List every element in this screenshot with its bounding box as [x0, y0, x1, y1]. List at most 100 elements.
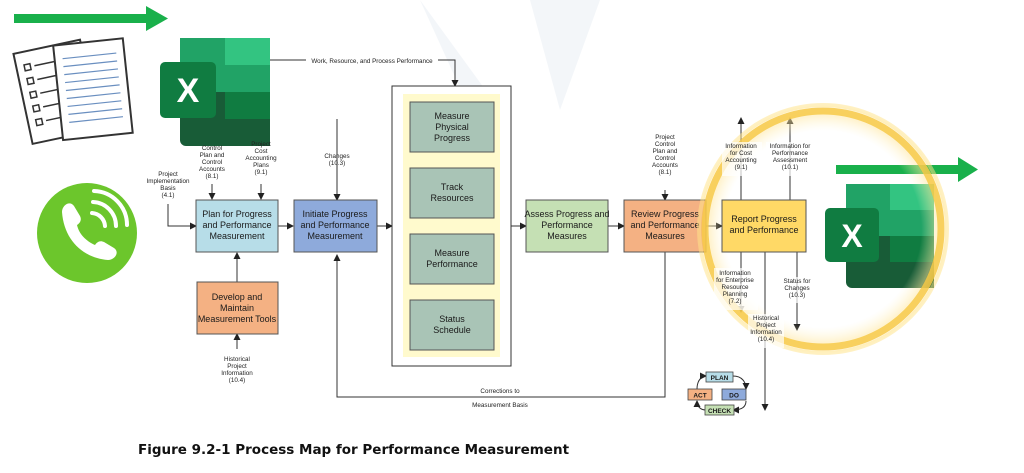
- flow-labels: Work, Resource, and Process Performance …: [146, 56, 814, 409]
- svg-text:Cost: Cost: [255, 148, 268, 155]
- svg-text:Changes: Changes: [324, 153, 349, 160]
- box-initiate: Initiate Progress and Performance Measur…: [293, 199, 378, 253]
- figure-caption: Figure 9.2-1 Process Map for Performance…: [138, 442, 570, 458]
- box-report-line2: and Performance: [729, 225, 798, 235]
- box-track-line1: Track: [441, 182, 464, 192]
- svg-text:(8.1): (8.1): [206, 173, 219, 180]
- pdca-cycle: PLAN ACT DO CHECK: [687, 371, 750, 416]
- svg-text:(7.2): (7.2): [729, 298, 742, 305]
- svg-text:Control: Control: [202, 145, 222, 152]
- box-develop-line2: Maintain: [220, 303, 254, 313]
- pdca-act: ACT: [693, 393, 706, 400]
- box-plan: Plan for Progress and Performance Measur…: [195, 199, 279, 253]
- svg-text:(10.3): (10.3): [329, 160, 345, 167]
- box-status-line1: Status: [439, 314, 465, 324]
- svg-text:Control: Control: [655, 155, 675, 162]
- label-historical-right: Historical Project Information (10.4): [748, 314, 784, 348]
- label-info-perf: Information for Performance Assessment (…: [766, 142, 814, 176]
- box-develop-line3: Measurement Tools: [198, 314, 277, 324]
- svg-text:Plans: Plans: [253, 162, 269, 169]
- svg-text:for Cost: for Cost: [730, 150, 752, 157]
- box-track-line2: Resources: [430, 193, 474, 203]
- svg-text:Basis: Basis: [160, 185, 175, 192]
- box-review-line3: Measures: [645, 231, 685, 241]
- svg-text:Changes: Changes: [784, 285, 809, 292]
- label-changes: Changes (10.3): [324, 153, 349, 167]
- svg-text:Project: Project: [655, 134, 675, 141]
- svg-text:Accounts: Accounts: [652, 162, 678, 169]
- background-watermark: [420, 0, 600, 110]
- svg-text:Accounts: Accounts: [199, 166, 225, 173]
- svg-text:Accounting: Accounting: [725, 157, 757, 164]
- svg-text:Plan and: Plan and: [200, 152, 225, 159]
- box-initiate-line2: and Performance: [300, 220, 369, 230]
- svg-text:Control: Control: [202, 159, 222, 166]
- svg-text:Performance: Performance: [772, 150, 809, 157]
- svg-text:(10.4): (10.4): [758, 336, 774, 343]
- box-measure-performance: Measure Performance: [409, 233, 495, 285]
- box-measure-physical-line3: Progress: [434, 133, 471, 143]
- svg-text:for Enterprise: for Enterprise: [716, 277, 754, 284]
- svg-text:(10.1): (10.1): [782, 164, 798, 171]
- pdca-plan: PLAN: [711, 375, 729, 382]
- svg-text:Project: Project: [251, 141, 271, 148]
- box-status-schedule: Status Schedule: [409, 299, 495, 351]
- svg-text:Resource: Resource: [722, 284, 749, 291]
- box-review-line2: and Performance: [630, 220, 699, 230]
- svg-text:Accounting: Accounting: [245, 155, 277, 162]
- label-corrections: Corrections to Measurement Basis: [472, 388, 528, 409]
- box-measure-perf-line1: Measure: [434, 248, 469, 258]
- box-report-line1: Report Progress: [731, 214, 797, 224]
- box-review-line1: Review Progress: [631, 209, 700, 219]
- label-cost-plans: Project Cost Accounting Plans (9.1): [245, 141, 277, 176]
- label-status-changes: Status for Changes (10.3): [780, 277, 814, 303]
- svg-text:Assessment: Assessment: [773, 157, 808, 164]
- label-historical-left: Historical Project Information (10.4): [221, 356, 253, 384]
- box-report: Report Progress and Performance: [721, 199, 807, 253]
- box-assess: Assess Progress and Performance Measures: [524, 199, 610, 253]
- svg-text:(10.4): (10.4): [229, 377, 245, 384]
- svg-text:Implementation: Implementation: [146, 178, 190, 185]
- svg-text:Project: Project: [227, 363, 247, 370]
- svg-text:Planning: Planning: [723, 291, 748, 298]
- box-plan-line3: Measurement: [209, 231, 265, 241]
- svg-text:(9.1): (9.1): [735, 164, 748, 171]
- box-assess-line1: Assess Progress and: [524, 209, 609, 219]
- pdca-check: CHECK: [708, 408, 731, 415]
- svg-text:Information: Information: [725, 143, 757, 150]
- box-plan-line1: Plan for Progress: [202, 209, 272, 219]
- label-info-enterprise: Information for Enterprise Resource Plan…: [714, 268, 758, 310]
- box-measure-physical: Measure Physical Progress: [409, 101, 495, 153]
- pdca-do: DO: [729, 393, 739, 400]
- svg-text:(9.1): (9.1): [255, 169, 268, 176]
- box-status-line2: Schedule: [433, 325, 471, 335]
- excel-icon: X: [160, 38, 270, 146]
- svg-text:Status for: Status for: [784, 278, 811, 285]
- box-assess-line2: Performance: [541, 220, 593, 230]
- box-initiate-line3: Measurement: [307, 231, 363, 241]
- box-assess-line3: Measures: [547, 231, 587, 241]
- documents-icon: [12, 37, 134, 146]
- svg-text:Information: Information: [719, 270, 751, 277]
- label-project-control: Project Control Plan and Control Account…: [652, 134, 678, 176]
- label-impl-basis: Project Implementation Basis (4.1): [146, 171, 190, 199]
- green-arrow-icon: [14, 6, 168, 31]
- box-develop-line1: Develop and: [212, 292, 263, 302]
- svg-text:Measurement Basis: Measurement Basis: [472, 402, 528, 409]
- svg-text:Control: Control: [655, 141, 675, 148]
- svg-text:(4.1): (4.1): [162, 192, 175, 199]
- svg-text:(8.1): (8.1): [659, 169, 672, 176]
- svg-text:Historical: Historical: [753, 315, 779, 322]
- svg-text:Project: Project: [158, 171, 178, 178]
- box-track-resources: Track Resources: [409, 167, 495, 219]
- svg-text:Historical: Historical: [224, 356, 250, 363]
- label-work-resource: Work, Resource, and Process Performance: [311, 58, 433, 65]
- svg-text:Information: Information: [221, 370, 253, 377]
- phone-icon: [37, 183, 137, 283]
- box-measure-perf-line2: Performance: [426, 259, 478, 269]
- box-develop: Develop and Maintain Measurement Tools: [196, 281, 279, 335]
- excel-letter: X: [177, 72, 200, 110]
- box-plan-line2: and Performance: [202, 220, 271, 230]
- box-review: Review Progress and Performance Measures: [623, 199, 707, 253]
